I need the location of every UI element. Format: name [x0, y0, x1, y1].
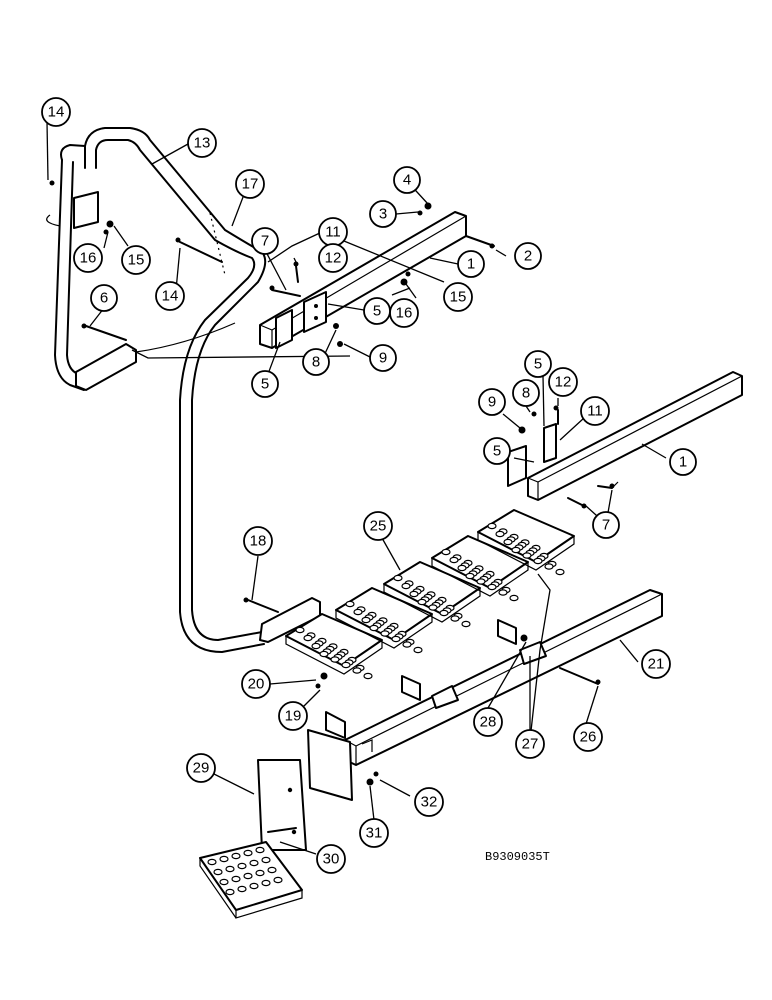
handrail — [46, 127, 321, 653]
svg-text:32: 32 — [421, 794, 438, 811]
callout: 9 — [369, 344, 397, 372]
callout: 16 — [389, 298, 419, 328]
svg-text:14: 14 — [162, 288, 179, 305]
svg-text:18: 18 — [250, 533, 267, 550]
callout: 3 — [369, 200, 397, 228]
svg-text:16: 16 — [396, 305, 413, 322]
svg-text:1: 1 — [679, 454, 687, 471]
callout: 14 — [41, 97, 71, 127]
svg-text:7: 7 — [261, 233, 269, 250]
callout: 16 — [73, 243, 103, 273]
callout: 1 — [669, 448, 697, 476]
callout: 30 — [316, 844, 346, 874]
callout: 2 — [514, 242, 542, 270]
svg-text:9: 9 — [488, 394, 496, 411]
svg-text:20: 20 — [248, 676, 265, 693]
callout: 15 — [121, 245, 151, 275]
callout: 1 — [457, 250, 485, 278]
svg-text:19: 19 — [285, 708, 302, 725]
svg-text:7: 7 — [602, 517, 610, 534]
tread-pad — [335, 587, 433, 654]
callout: 4 — [393, 166, 421, 194]
callout: 6 — [90, 284, 118, 312]
svg-text:5: 5 — [534, 356, 542, 373]
callout: 5 — [251, 370, 279, 398]
callout: 8 — [302, 348, 330, 376]
callout: 21 — [641, 649, 671, 679]
callout: 28 — [473, 707, 503, 737]
callout: 7 — [592, 511, 620, 539]
svg-text:12: 12 — [325, 250, 342, 267]
svg-text:21: 21 — [648, 656, 665, 673]
callout: 7 — [251, 227, 279, 255]
callout-group: 14 13 17 16 15 14 6 7 11 12 4 3 2 1 15 1… — [41, 97, 697, 874]
svg-text:17: 17 — [242, 176, 259, 193]
svg-text:30: 30 — [323, 851, 340, 868]
callout: 29 — [186, 753, 216, 783]
bottom-step — [199, 759, 307, 919]
step-treads — [285, 509, 575, 680]
callout: 11 — [318, 217, 348, 247]
svg-text:31: 31 — [366, 825, 383, 842]
svg-text:8: 8 — [312, 354, 320, 371]
svg-text:29: 29 — [193, 760, 210, 777]
svg-text:5: 5 — [493, 443, 501, 460]
svg-text:9: 9 — [379, 350, 387, 367]
svg-text:25: 25 — [370, 518, 387, 535]
callout: 25 — [363, 511, 393, 541]
callout: 5 — [363, 297, 391, 325]
callout: 12 — [318, 243, 348, 273]
svg-text:15: 15 — [128, 252, 145, 269]
tread-pad — [431, 535, 529, 602]
step-support-frame — [307, 589, 663, 801]
svg-text:6: 6 — [100, 290, 108, 307]
svg-text:15: 15 — [450, 289, 467, 306]
callout: 5 — [524, 350, 552, 378]
svg-text:5: 5 — [373, 303, 381, 320]
callout: 31 — [359, 818, 389, 848]
svg-text:14: 14 — [48, 104, 65, 121]
hardware — [49, 180, 615, 833]
svg-text:13: 13 — [194, 135, 211, 152]
callout: 13 — [187, 128, 217, 158]
callout: 18 — [243, 526, 273, 556]
callout: 32 — [414, 787, 444, 817]
right-mounting-tube — [507, 371, 743, 501]
svg-text:3: 3 — [379, 206, 387, 223]
svg-text:26: 26 — [580, 729, 597, 746]
tread-pad — [285, 613, 383, 680]
svg-text:5: 5 — [261, 376, 269, 393]
callout: 11 — [580, 396, 610, 426]
svg-text:16: 16 — [80, 250, 97, 267]
svg-text:11: 11 — [325, 224, 341, 241]
callout: 14 — [155, 281, 185, 311]
tread-pad — [477, 509, 575, 576]
callout: 15 — [443, 282, 473, 312]
callout: 26 — [573, 722, 603, 752]
svg-text:28: 28 — [480, 714, 497, 731]
callout: 12 — [548, 367, 578, 397]
upper-mounting-tube — [259, 211, 467, 349]
callout: 19 — [278, 701, 308, 731]
callout: 9 — [478, 388, 506, 416]
svg-text:1: 1 — [467, 256, 475, 273]
leader-lines — [46, 121, 667, 855]
callout: 17 — [235, 169, 265, 199]
svg-text:4: 4 — [403, 172, 411, 189]
callout: 5 — [483, 437, 511, 465]
svg-text:2: 2 — [524, 248, 532, 265]
callout: 20 — [241, 669, 271, 699]
svg-text:11: 11 — [587, 403, 603, 420]
svg-text:27: 27 — [522, 736, 539, 753]
svg-text:8: 8 — [522, 385, 530, 402]
drawing-code: B9309035T — [485, 850, 550, 864]
svg-text:12: 12 — [555, 374, 572, 391]
tread-pad — [383, 561, 481, 628]
callout: 8 — [512, 379, 540, 407]
callout: 27 — [515, 729, 545, 759]
